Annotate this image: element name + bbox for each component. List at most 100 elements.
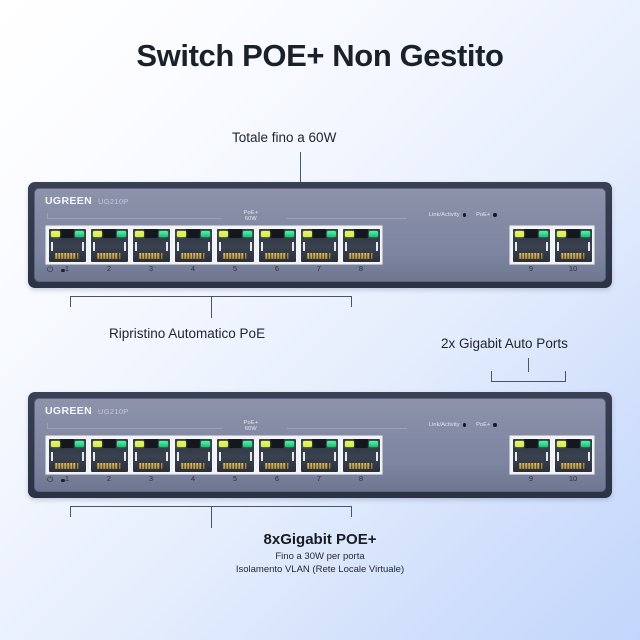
port-contact-pins: [519, 253, 543, 259]
port-pin: [226, 253, 229, 259]
port-cavity: [554, 228, 592, 262]
ethernet-port-1[interactable]: [47, 227, 87, 263]
port-cavity: [132, 228, 170, 262]
ethernet-port-9[interactable]: [511, 437, 551, 473]
ethernet-port-5[interactable]: [215, 227, 255, 263]
legend-poe-label: PoE+: [476, 212, 491, 218]
ethernet-port-3[interactable]: [131, 227, 171, 263]
port-rail: [344, 452, 347, 461]
legend-link-activity-label: Link/Activity: [428, 422, 460, 428]
port-rail: [134, 452, 137, 461]
port-pin: [154, 253, 157, 259]
port-number-10: 10: [568, 264, 578, 273]
port-notch: [60, 228, 74, 239]
port-led-poe-icon: [158, 230, 168, 237]
port-pin: [537, 253, 540, 259]
ethernet-port-4[interactable]: [173, 227, 213, 263]
port-notch: [228, 438, 242, 449]
port-rail: [302, 242, 305, 251]
port-pin: [58, 463, 61, 469]
poe-group-rule-right: [287, 428, 408, 429]
ethernet-port-5[interactable]: [215, 437, 255, 473]
switch-device-bottom: UGREEN UG210P PoE+ 60W Link/Activity PoE…: [28, 392, 612, 498]
port-pin: [106, 253, 109, 259]
port-cavity: [90, 438, 128, 472]
port-number-6: 6: [274, 474, 280, 483]
port-rail: [556, 452, 559, 461]
port-pin: [582, 463, 585, 469]
port-led-poe-icon: [200, 440, 210, 447]
port-rail: [92, 242, 95, 251]
ethernet-port-6[interactable]: [257, 227, 297, 263]
port-pin: [280, 463, 283, 469]
ethernet-port-10[interactable]: [553, 227, 593, 263]
port-pin: [190, 463, 193, 469]
port-rail: [514, 242, 517, 251]
ethernet-port-2[interactable]: [89, 227, 129, 263]
port-pin: [349, 253, 352, 259]
ethernet-port-3[interactable]: [131, 437, 171, 473]
port-pin: [268, 253, 271, 259]
port-pin: [106, 463, 109, 469]
port-pin: [193, 253, 196, 259]
port-led-link-icon: [302, 230, 312, 237]
port-bank-poe-bottom: [45, 435, 383, 475]
port-pin: [352, 253, 355, 259]
legend-link-activity: Link/Activity: [429, 212, 467, 218]
poe-group-text-line1: PoE+: [243, 420, 259, 426]
port-pin: [67, 463, 70, 469]
port-pin: [286, 463, 289, 469]
port-pin: [160, 253, 163, 259]
ethernet-port-9[interactable]: [511, 227, 551, 263]
port-rail: [333, 242, 336, 251]
port-pin: [277, 253, 280, 259]
port-pin: [322, 463, 325, 469]
power-status-led-icon: [61, 478, 65, 483]
port-notch: [270, 438, 284, 449]
port-led-poe-icon: [580, 440, 590, 447]
ethernet-port-6[interactable]: [257, 437, 297, 473]
callout-total-power: Totale fino a 60W: [232, 130, 337, 145]
port-cavity: [48, 228, 86, 262]
port-notch: [524, 228, 538, 239]
ethernet-port-8[interactable]: [341, 227, 381, 263]
port-pin: [55, 463, 58, 469]
port-number-3: 3: [148, 264, 154, 273]
port-notch: [102, 438, 116, 449]
port-contact-pins: [223, 253, 247, 259]
port-cavity: [342, 438, 380, 472]
port-pin: [199, 253, 202, 259]
port-pin: [265, 253, 268, 259]
ethernet-port-4[interactable]: [173, 437, 213, 473]
ethernet-port-1[interactable]: [47, 437, 87, 473]
port-pin: [283, 463, 286, 469]
port-pin: [100, 253, 103, 259]
ethernet-port-7[interactable]: [299, 437, 339, 473]
port-rail: [291, 452, 294, 461]
port-contact-pins: [223, 463, 247, 469]
port-led-link-icon: [344, 230, 354, 237]
port-pin: [265, 463, 268, 469]
port-pin: [576, 253, 579, 259]
port-pin: [361, 463, 364, 469]
port-cavity: [48, 438, 86, 472]
port-pin: [229, 253, 232, 259]
ethernet-port-10[interactable]: [553, 437, 593, 473]
port-pin: [238, 463, 241, 469]
port-notch: [60, 438, 74, 449]
port-pin: [61, 463, 64, 469]
port-pin: [148, 253, 151, 259]
ethernet-port-2[interactable]: [89, 437, 129, 473]
ethernet-port-8[interactable]: [341, 437, 381, 473]
legend-poe: PoE+: [476, 422, 497, 428]
port-pin: [196, 253, 199, 259]
port-number-1: 1: [64, 474, 70, 483]
port-pin: [370, 463, 373, 469]
port-notch: [228, 228, 242, 239]
port-led-link-icon: [176, 440, 186, 447]
ethernet-port-7[interactable]: [299, 227, 339, 263]
port-number-6: 6: [274, 264, 280, 273]
port-pin: [187, 463, 190, 469]
port-number-2: 2: [106, 264, 112, 273]
port-rail: [545, 242, 548, 251]
